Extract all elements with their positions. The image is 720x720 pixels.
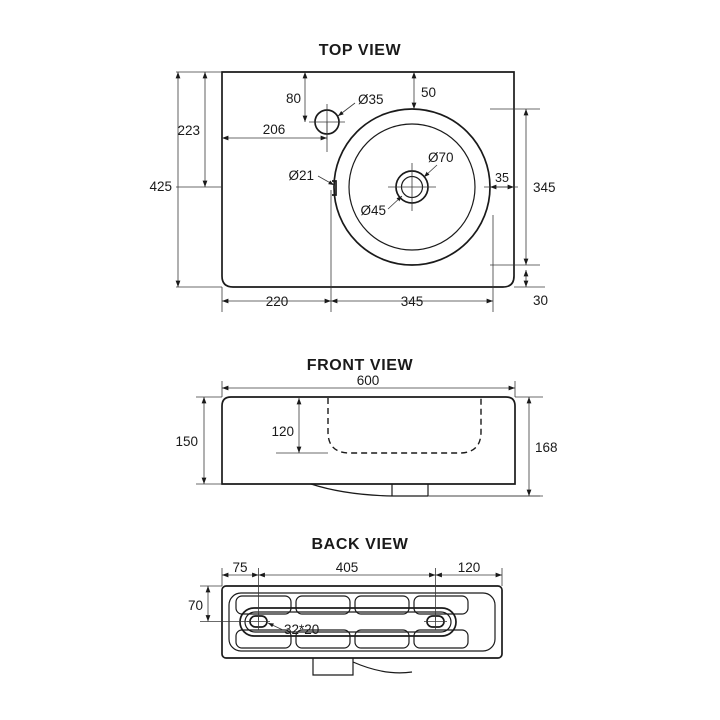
- label-waste-outer-dia: Ø70: [428, 150, 454, 165]
- dim-right-offset: 120: [458, 560, 481, 575]
- label-tap-hole-dia: Ø35: [358, 92, 384, 107]
- dim-slot-from-top: 70: [188, 598, 203, 613]
- label-slot-size: 32*20: [284, 622, 319, 637]
- dim-tap-hole-offset: 80: [286, 91, 301, 106]
- dim-back-height: 168: [535, 440, 558, 455]
- back-view-title: BACK VIEW: [311, 536, 409, 553]
- front-view-title: FRONT VIEW: [306, 357, 414, 374]
- dim-left-flat: 220: [266, 294, 289, 309]
- dim-right-edge: 30: [533, 293, 548, 308]
- dim-overall-depth: 425: [149, 179, 172, 194]
- dim-bowl-width: 345: [401, 294, 424, 309]
- dim-front-height: 150: [175, 434, 198, 449]
- dim-overall-width: 600: [357, 373, 380, 388]
- dim-bowl-depth-top: 345: [533, 180, 556, 195]
- top-view-title: TOP VIEW: [318, 42, 402, 59]
- dim-bowl-from-back: 50: [421, 85, 436, 100]
- dim-tap-hole-from-back: 223: [177, 123, 200, 138]
- label-overflow-dia: Ø21: [288, 168, 314, 183]
- dim-bracket-centres: 405: [336, 560, 359, 575]
- dim-bowl-depth-front: 120: [271, 424, 294, 439]
- dim-tap-hole-from-left: 206: [263, 122, 286, 137]
- dim-left-offset: 75: [232, 560, 247, 575]
- label-waste-inner-dia: Ø45: [360, 203, 386, 218]
- dim-bowl-from-right: 35: [495, 171, 509, 185]
